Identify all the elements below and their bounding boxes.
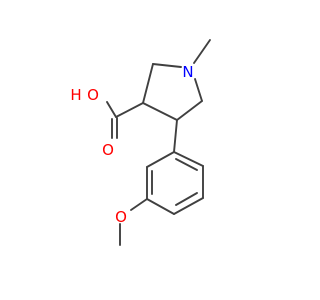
bond-c4-c3	[142, 102, 178, 121]
hydroxyl-oxygen-label: O	[87, 86, 99, 104]
bond-ar-1-2	[173, 151, 204, 167]
ring-nitrogen-label: N	[182, 63, 193, 81]
bond-c3-cooh	[115, 102, 144, 118]
bond-ar-4-5	[146, 198, 175, 215]
bond-cooh-oh	[106, 101, 117, 118]
bond-ar-inner-1	[175, 158, 198, 171]
bond-c4-aryl	[173, 119, 178, 153]
bond-ar-inner-2	[175, 192, 198, 206]
carbonyl-oxygen-label: O	[102, 141, 114, 159]
bond-c3-c2	[142, 63, 154, 104]
bond-n-c5	[194, 78, 203, 102]
bond-ar-3-4	[173, 197, 204, 215]
molecule-structure: O H O N O	[70, 39, 211, 246]
bond-c2-n	[152, 63, 182, 68]
hydroxyl-hydrogen-label: H	[70, 86, 81, 104]
bond-ar-ether	[130, 198, 148, 211]
bond-c5-c4	[176, 100, 203, 121]
bond-ar-6-1	[146, 151, 175, 168]
bond-n-methyl	[193, 39, 211, 64]
ether-oxygen-label: O	[115, 208, 127, 226]
